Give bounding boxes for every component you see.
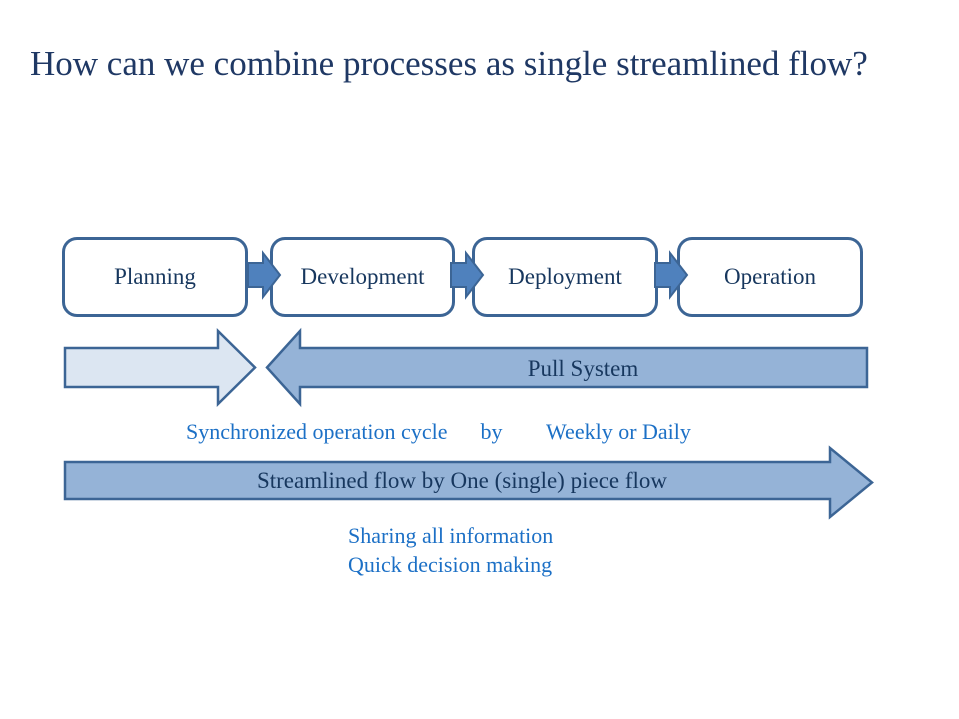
process-step-planning: Planning [62,237,248,317]
process-step-operation: Operation [677,237,863,317]
info-annotation-line2: Quick decision making [348,552,553,577]
slide-title: How can we combine processes as single s… [30,44,868,83]
process-step-deployment: Deployment [472,237,658,317]
process-step-label: Development [300,264,425,289]
sync-cycle-annotation: Synchronized operation cycle by Weekly o… [186,419,691,444]
pull-arrow-icon [265,327,869,408]
flow-connector-arrow-icon [450,250,485,300]
pull-arrow-label: Pull System [527,356,639,381]
process-step-label: Operation [724,264,816,289]
flow-connector-arrow-icon [654,250,689,300]
streamlined-flow-arrow-label: Streamlined flow by One (single) piece f… [256,468,668,493]
info-annotation: Sharing all information Quick decision m… [348,521,553,579]
streamlined-flow-arrow-icon [63,445,875,520]
process-step-development: Development [270,237,455,317]
info-annotation-line1: Sharing all information [348,523,554,548]
process-step-label: Planning [114,264,196,289]
process-step-label: Deployment [508,264,622,289]
push-arrow-icon [63,328,257,408]
flow-connector-arrow-icon [247,250,282,300]
